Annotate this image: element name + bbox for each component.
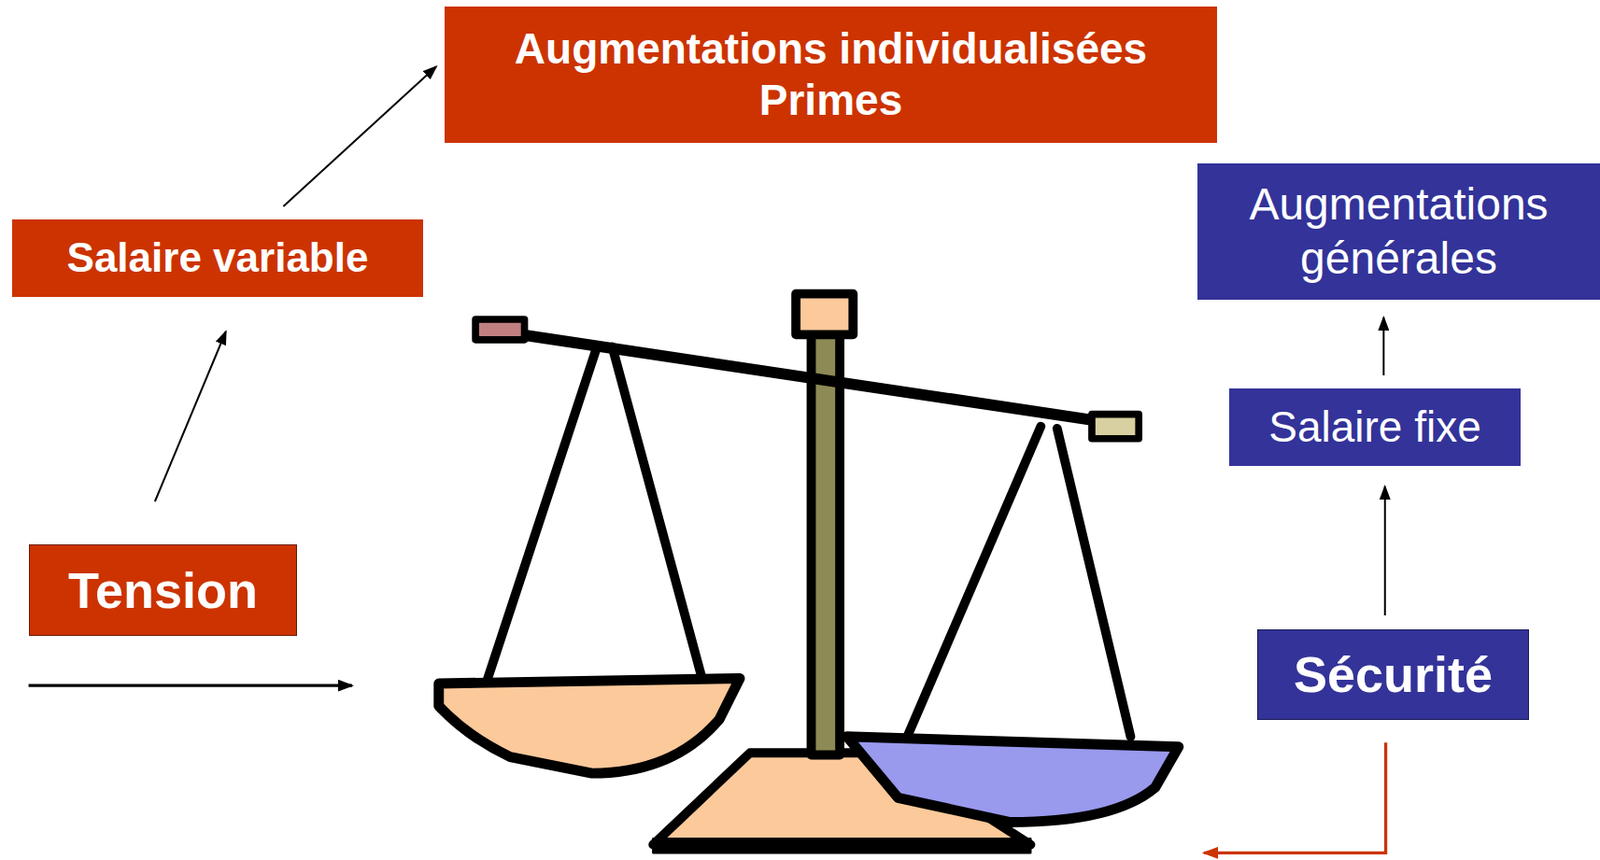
red-box: Tension [28, 544, 298, 637]
securite-arrow [1203, 742, 1386, 853]
arrow-connector [1382, 317, 1385, 376]
box-label: Augmentations générales [1206, 177, 1591, 285]
arrow-connector [283, 66, 437, 207]
box-label: Salaire variable [67, 233, 369, 284]
box-label: Tension [68, 560, 258, 622]
box-label: Augmentations individualisées Primes [463, 23, 1199, 127]
blue-box: Salaire fixe [1229, 388, 1521, 467]
tension-arrow [28, 684, 353, 688]
blue-box: Augmentations générales [1197, 163, 1600, 300]
arrow-connector [1384, 486, 1387, 616]
scale-drawing [438, 294, 1179, 854]
red-box: Augmentations individualisées Primes [444, 6, 1218, 143]
arrow-connector [155, 331, 227, 502]
box-label: Salaire fixe [1268, 401, 1482, 454]
box-label: Sécurité [1293, 644, 1493, 706]
blue-box: Sécurité [1257, 629, 1530, 721]
red-box: Salaire variable [12, 219, 424, 298]
